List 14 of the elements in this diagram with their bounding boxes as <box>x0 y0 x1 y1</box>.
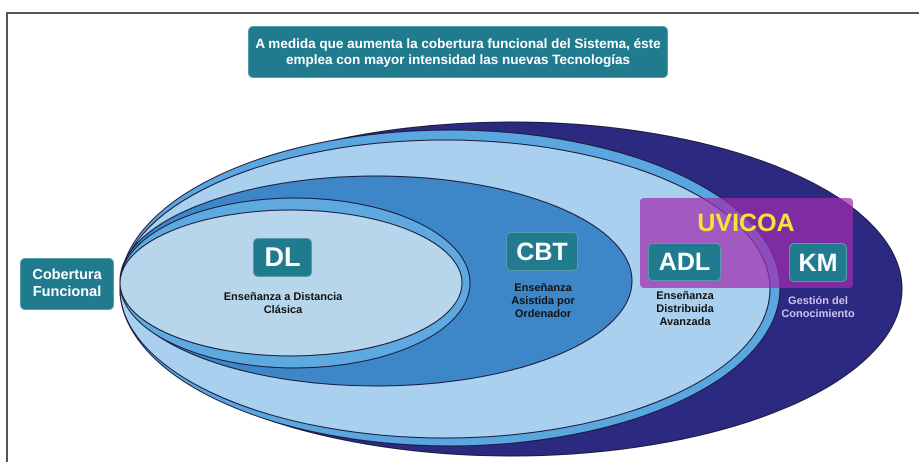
heading-banner: A medida que aumenta la cobertura funcional del Sistema, éste emplea con mayor intensidad las nuevas Tecnologías <box>248 26 668 78</box>
description-text: Enseñanza Distribuida Avanzada <box>655 290 715 330</box>
inner-ellipse <box>120 210 462 356</box>
panel-title: UVICOA <box>696 208 796 238</box>
description-text: Enseñanza Asistida por Ordenador <box>510 282 576 322</box>
acronym-badge: DL <box>253 238 312 277</box>
description-text: Gestión del Conocimiento <box>780 295 856 322</box>
description-text: Enseñanza a Distancia Clásica <box>223 291 343 318</box>
acronym-badge: CBT <box>506 232 578 271</box>
acronym-badge: KM <box>789 243 847 282</box>
label-box: Cobertura Funcional <box>20 258 114 310</box>
acronym-badge: ADL <box>648 243 721 281</box>
outer-ellipse <box>120 122 902 456</box>
ellipse-region <box>120 176 632 386</box>
